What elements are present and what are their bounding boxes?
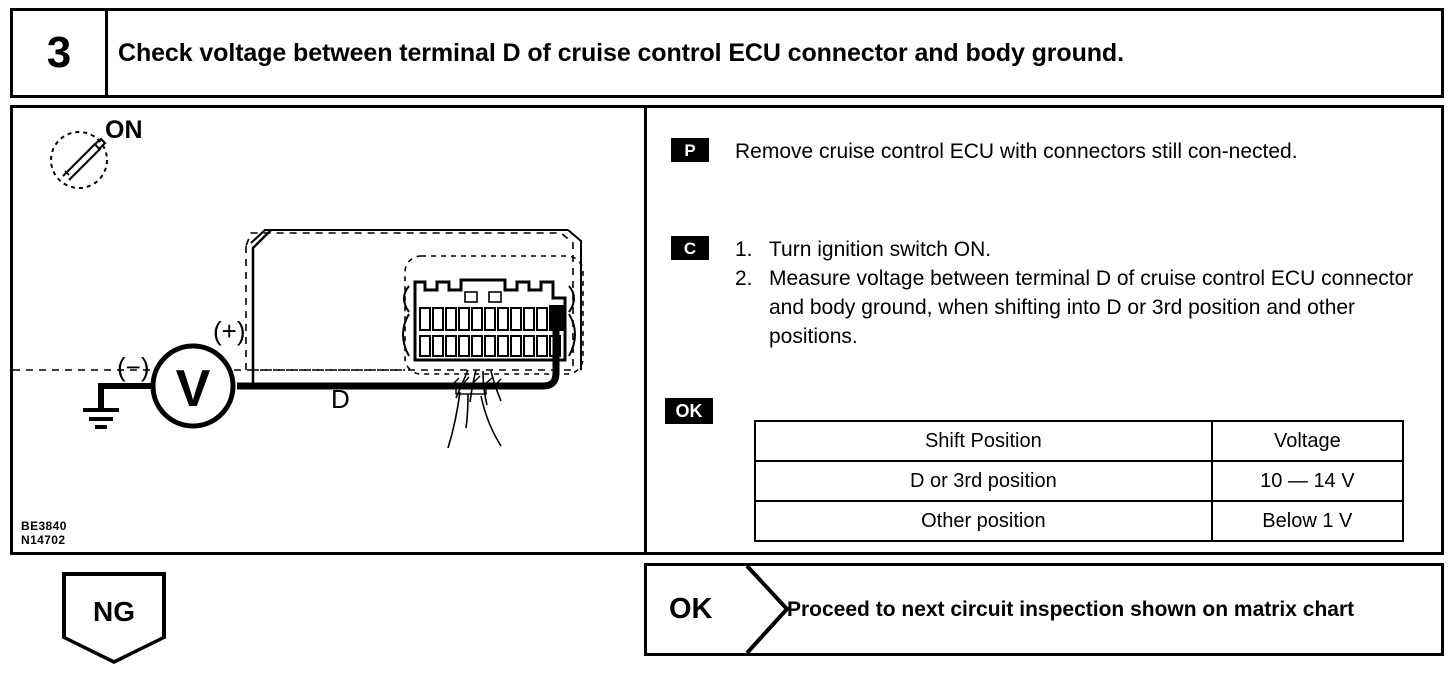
positive-probe-lead: [251, 229, 272, 386]
connector-lock-right: [488, 291, 502, 303]
connector-pins-lower: [419, 335, 561, 357]
prepare-text: Remove cruise control ECU with connector…: [735, 140, 1298, 163]
step-number: 3: [46, 28, 72, 77]
specification-table: Shift Position Voltage D or 3rd position…: [754, 420, 1405, 542]
ecu-top-edge: [250, 229, 568, 244]
ok-result-text-wrap: Proceed to next circuit inspection shown…: [787, 566, 1431, 653]
check-step-2-text: Measure voltage between terminal D of cr…: [769, 266, 1414, 348]
ignition-key-icon: [50, 131, 108, 189]
table-row: D or 3rd position 10 — 14 V: [754, 460, 1405, 502]
cell-voltage-1: 10 — 14 V: [1210, 460, 1405, 502]
panel-divider: [644, 108, 647, 552]
positive-label: (+): [213, 316, 246, 346]
table-row: Other position Below 1 V: [754, 500, 1405, 542]
prepare-instruction: P Remove cruise control ECU with connect…: [671, 138, 1431, 167]
step-body: V (−) (+) D ON BE3840 N14702: [10, 105, 1444, 555]
ground-symbol: [83, 408, 119, 429]
ignition-on-label: ON: [105, 116, 143, 144]
check-step-1: 1. Turn ignition switch ON.: [735, 236, 1429, 265]
ok-spec-badge-row: OK: [665, 398, 713, 424]
negative-lead: [98, 383, 153, 408]
page-title: Check voltage between terminal D of crui…: [118, 39, 1124, 67]
check-step-list: 1. Turn ignition switch ON. 2. Measure v…: [735, 236, 1429, 352]
ok-result-text: Proceed to next circuit inspection shown…: [787, 597, 1355, 621]
header-voltage: Voltage: [1210, 420, 1405, 462]
check-step-2: 2. Measure voltage between terminal D of…: [735, 265, 1429, 352]
voltmeter-symbol: V: [176, 360, 211, 418]
ok-result-label-wrap: OK: [669, 566, 713, 653]
chevron-right-icon: [745, 566, 790, 653]
wiring-diagram-svg: V (−) (+) D ON: [13, 116, 584, 449]
ok-result-label: OK: [669, 593, 713, 625]
connector-clip-left: [403, 285, 410, 313]
prepare-badge: P: [671, 138, 709, 162]
ok-result-bar[interactable]: OK Proceed to next circuit inspection sh…: [644, 563, 1444, 656]
cell-shift-position-1: D or 3rd position: [754, 460, 1213, 502]
wire-harness-strands: [447, 369, 502, 449]
connector-shell-outline: [404, 255, 584, 375]
wire-crimp-detail: [452, 375, 502, 395]
header-shift-position: Shift Position: [754, 420, 1213, 462]
ecu-body-outline: [245, 232, 574, 371]
connector-clip-left-2: [402, 313, 410, 357]
ecu-right-edge: [567, 229, 582, 370]
connector-lock-left: [464, 291, 478, 303]
ng-label: NG: [93, 596, 135, 627]
check-step-1-number: 1.: [735, 238, 753, 261]
figure-code-2: N14702: [21, 533, 66, 548]
measurement-wire: [237, 328, 560, 390]
connector-housing: [413, 278, 567, 362]
step-header: 3 Check voltage between terminal D of cr…: [10, 8, 1444, 98]
check-badge: C: [671, 236, 709, 260]
wiring-figure: V (−) (+) D ON BE3840 N14702: [13, 108, 644, 552]
step-number-box: 3: [13, 11, 108, 95]
ng-label-wrap: NG: [66, 576, 162, 660]
connector-clip-right-2: [568, 313, 576, 357]
highlighted-terminal-d: [549, 305, 564, 331]
ng-result-marker[interactable]: NG: [62, 572, 166, 664]
cell-shift-position-2: Other position: [754, 500, 1213, 542]
negative-label: (−): [117, 352, 150, 382]
ok-badge: OK: [665, 398, 713, 424]
table-header-row: Shift Position Voltage: [754, 420, 1405, 462]
connector-clip-right: [568, 285, 575, 313]
check-step-1-text: Turn ignition switch ON.: [769, 238, 992, 261]
terminal-label: D: [331, 384, 350, 414]
figure-code: BE3840 N14702: [21, 520, 67, 548]
cell-voltage-2: Below 1 V: [1210, 500, 1405, 542]
check-instruction: C 1. Turn ignition switch ON. 2. Measure…: [671, 236, 1431, 352]
instructions-panel: P Remove cruise control ECU with connect…: [647, 108, 1441, 552]
connector-pins-upper: [419, 307, 548, 331]
step-title-box: Check voltage between terminal D of crui…: [118, 11, 1435, 95]
figure-code-1: BE3840: [21, 519, 67, 534]
check-step-2-number: 2.: [735, 266, 753, 290]
